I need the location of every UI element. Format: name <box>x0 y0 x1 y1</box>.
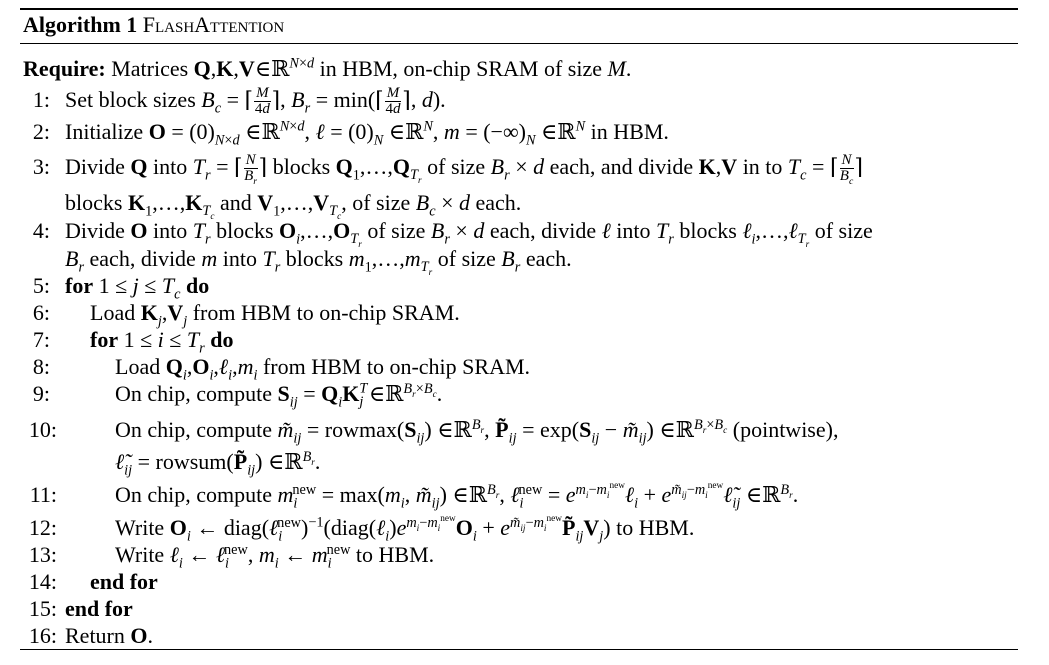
require-keyword: Require: <box>23 56 106 81</box>
algorithm-line-5: for 1 ≤ j ≤ Tc do <box>65 273 210 303</box>
algorithm-line-9: On chip, compute Sij = QiKTj ∈ℝBr×Bc. <box>115 380 443 411</box>
line-number: 4: <box>32 218 50 243</box>
bottom-rule <box>20 649 1018 650</box>
algorithm-line-10: On chip, compute m̃ij = rowmax(Sij) ∈ℝBr… <box>115 416 839 447</box>
algorithm-line-4: Divide O into Tr blocks Oi,…,OTr of size… <box>65 218 873 251</box>
line-number: 6: <box>32 300 50 325</box>
line-number: 15: <box>28 596 57 621</box>
algorithm-line-3-cont: blocks K1,…,KTc and V1,…,VTc, of size Bc… <box>65 190 522 223</box>
line-number: 2: <box>32 119 50 144</box>
line-number: 11: <box>29 482 57 507</box>
algorithm-name: FlashAttention <box>142 12 285 37</box>
algorithm-line-10-cont: ℓ̃ij = rowsum(P̃ij) ∈ℝBr. <box>115 448 321 479</box>
line-number: 16: <box>28 623 57 648</box>
algorithm-line-13: Write ℓi ← ℓinew, mi ← minew to HBM. <box>115 541 435 572</box>
algorithm-line-7: for 1 ≤ i ≤ Tr do <box>90 327 234 357</box>
algorithm-line-8: Load Qi,Oi,ℓi,mi from HBM to on-chip SRA… <box>115 354 531 384</box>
line-number: 12: <box>28 515 57 540</box>
algorithm-line-15: end for <box>65 596 133 621</box>
algorithm-label: Algorithm 1 <box>23 12 138 37</box>
require-line: Require: Matrices Q,K,V∈ℝN×d in HBM, on-… <box>23 55 632 81</box>
algorithm-line-4-cont: Br each, divide m into Tr blocks m1,…,mT… <box>65 246 572 279</box>
algorithm-line-16: Return O. <box>65 623 154 648</box>
algorithm-line-6: Load Kj,Vj from HBM to on-chip SRAM. <box>90 300 460 330</box>
line-number: 9: <box>32 381 50 406</box>
algorithm-header: Algorithm 1 FlashAttention <box>23 12 284 38</box>
line-number: 10: <box>28 417 57 442</box>
algorithm-line-14: end for <box>90 569 158 594</box>
top-rule <box>20 8 1018 10</box>
algorithm-line-2: Initialize O = (0)N×d ∈ℝN×d, ℓ = (0)N ∈ℝ… <box>65 118 669 149</box>
line-number: 13: <box>28 542 57 567</box>
header-rule <box>20 43 1018 44</box>
line-number: 7: <box>32 327 50 352</box>
line-number: 3: <box>32 154 50 179</box>
algorithm-line-11: On chip, compute minew = max(mi, m̃ij) ∈… <box>115 480 799 512</box>
line-number: 14: <box>28 569 57 594</box>
line-number: 5: <box>32 273 50 298</box>
line-number: 8: <box>32 354 50 379</box>
line-number: 1: <box>32 87 50 112</box>
algorithm-line-12: Write Oi ← diag(ℓinew)−1(diag(ℓi)emi−min… <box>115 513 695 545</box>
